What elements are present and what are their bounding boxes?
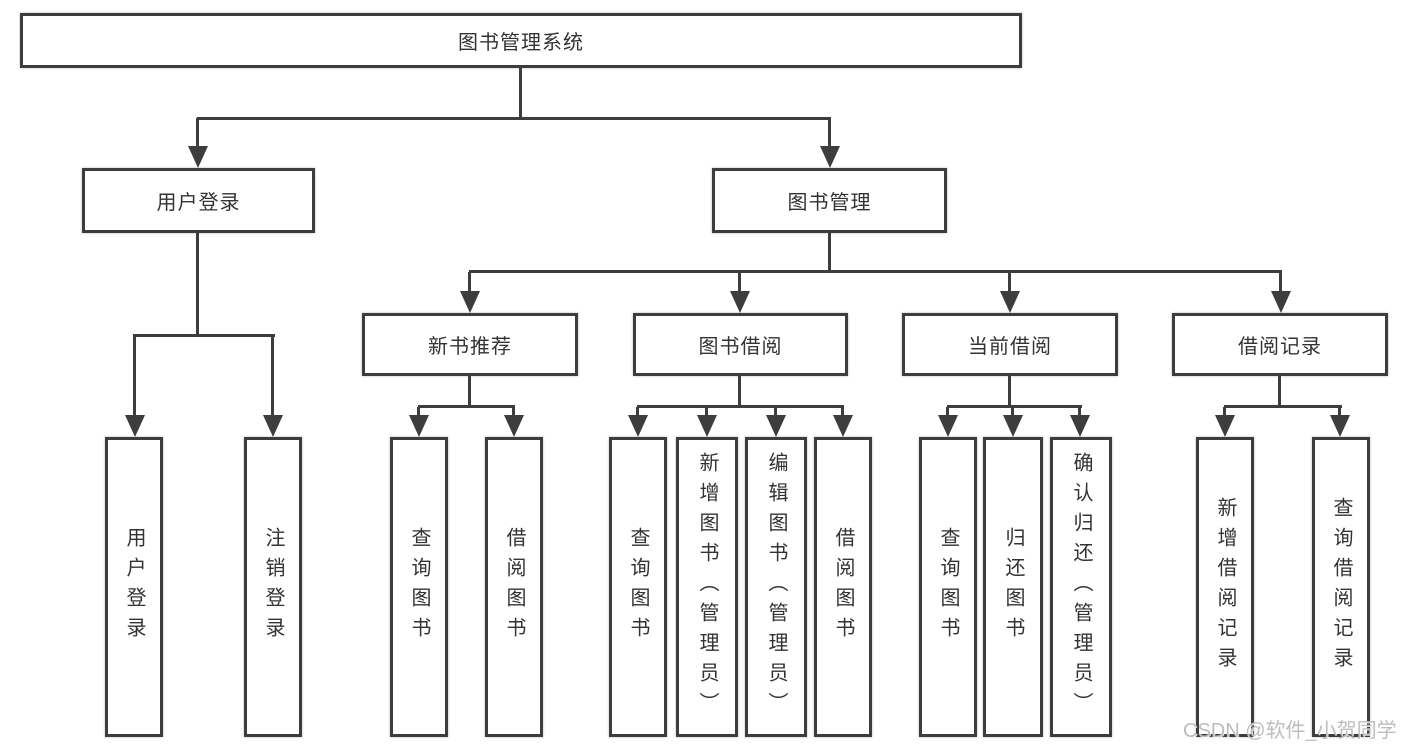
connector-root-trunk xyxy=(519,68,522,120)
connector-borrow-bar xyxy=(637,405,844,408)
arrow-down-icon xyxy=(1215,415,1235,437)
leaf-newbook-borrow-label: 借阅图书 xyxy=(503,527,525,647)
connector-record-trunk xyxy=(1278,374,1281,408)
connector-mgmt-trunk xyxy=(828,233,831,272)
leaf-borrow-query-label: 查询图书 xyxy=(627,527,649,647)
connector-root-drop-left xyxy=(196,118,199,150)
leaf-borrow-edit-admin: 编辑图书（管理员） xyxy=(745,437,807,737)
connector-current-bar xyxy=(947,405,1082,408)
leaf-record-query: 查询借阅记录 xyxy=(1312,437,1370,737)
connector-newbook-drop-1 xyxy=(417,407,420,419)
connector-borrow-trunk xyxy=(738,374,741,408)
connector-root-bar xyxy=(197,117,831,120)
connector-mgmt-drop-4 xyxy=(1279,272,1282,295)
node-root: 图书管理系统 xyxy=(20,13,1022,68)
leaf-newbook-query-label: 查询图书 xyxy=(408,527,430,647)
arrow-down-icon xyxy=(1271,291,1291,313)
connector-mgmt-drop-1 xyxy=(468,272,471,295)
node-current-borrow-label: 当前借阅 xyxy=(968,336,1052,358)
leaf-borrow-add-admin: 新增图书（管理员） xyxy=(676,437,738,737)
connector-login-trunk xyxy=(196,233,199,337)
arrow-down-icon xyxy=(697,415,717,437)
leaf-current-return-label: 归还图书 xyxy=(1002,527,1024,647)
node-root-label: 图书管理系统 xyxy=(458,32,584,54)
leaf-record-query-label: 查询借阅记录 xyxy=(1330,497,1352,677)
node-user-login: 用户登录 xyxy=(82,168,315,233)
arrow-down-icon xyxy=(820,146,840,168)
arrow-down-icon xyxy=(730,291,750,313)
leaf-borrow-borrow: 借阅图书 xyxy=(814,437,872,737)
leaf-logout: 注销登录 xyxy=(244,437,302,737)
leaf-borrow-query: 查询图书 xyxy=(609,437,667,737)
connector-borrow-drop-2 xyxy=(705,407,708,419)
connector-current-trunk xyxy=(1008,374,1011,408)
arrow-down-icon xyxy=(504,415,524,437)
node-user-login-label: 用户登录 xyxy=(156,192,241,214)
leaf-newbook-borrow: 借阅图书 xyxy=(485,437,543,737)
arrow-down-icon xyxy=(766,415,786,437)
arrow-down-icon xyxy=(188,146,208,168)
arrow-down-icon xyxy=(938,415,958,437)
arrow-down-icon xyxy=(628,415,648,437)
leaf-current-query: 查询图书 xyxy=(919,437,977,737)
connector-newbook-trunk xyxy=(468,374,471,408)
node-new-book-recommend-label: 新书推荐 xyxy=(428,336,512,358)
connector-mgmt-drop-3 xyxy=(1008,272,1011,295)
leaf-user-login: 用户登录 xyxy=(105,437,163,737)
connector-current-drop-3 xyxy=(1078,407,1081,419)
leaf-user-login-label: 用户登录 xyxy=(123,527,145,647)
arrow-down-icon xyxy=(1000,291,1020,313)
arrow-down-icon xyxy=(1330,415,1350,437)
connector-newbook-drop-2 xyxy=(512,407,515,419)
leaf-current-query-label: 查询图书 xyxy=(937,527,959,647)
connector-current-drop-2 xyxy=(1011,407,1014,419)
node-book-borrow-label: 图书借阅 xyxy=(698,336,783,358)
node-new-book-recommend: 新书推荐 xyxy=(362,313,578,376)
leaf-logout-label: 注销登录 xyxy=(262,527,284,647)
connector-borrow-drop-4 xyxy=(841,407,844,419)
connector-record-drop-2 xyxy=(1338,407,1341,419)
arrow-down-icon xyxy=(125,415,145,437)
connector-newbook-bar xyxy=(418,405,515,408)
leaf-current-confirm-admin-label: 确认归还（管理员） xyxy=(1070,452,1092,722)
connector-mgmt-bar xyxy=(469,270,1282,273)
arrow-down-icon xyxy=(1003,415,1023,437)
leaf-borrow-borrow-label: 借阅图书 xyxy=(832,527,854,647)
leaf-borrow-add-admin-label: 新增图书（管理员） xyxy=(696,452,718,722)
connector-current-drop-1 xyxy=(946,407,949,419)
connector-mgmt-drop-2 xyxy=(738,272,741,295)
connector-borrow-drop-3 xyxy=(774,407,777,419)
node-book-borrow: 图书借阅 xyxy=(633,313,848,376)
arrow-down-icon xyxy=(460,291,480,313)
arrow-down-icon xyxy=(409,415,429,437)
arrow-down-icon xyxy=(1070,415,1090,437)
arrow-down-icon xyxy=(263,415,283,437)
leaf-record-add: 新增借阅记录 xyxy=(1196,437,1254,737)
leaf-record-add-label: 新增借阅记录 xyxy=(1214,497,1236,677)
node-book-management-label: 图书管理 xyxy=(787,192,872,214)
node-borrow-record: 借阅记录 xyxy=(1172,313,1388,376)
connector-record-bar xyxy=(1224,405,1342,408)
node-current-borrow: 当前借阅 xyxy=(902,313,1118,376)
connector-login-drop-2 xyxy=(271,335,274,419)
connector-login-bar xyxy=(133,334,275,337)
arrow-down-icon xyxy=(833,415,853,437)
leaf-current-confirm-admin: 确认归还（管理员） xyxy=(1050,437,1112,737)
node-book-management: 图书管理 xyxy=(712,168,947,233)
node-borrow-record-label: 借阅记录 xyxy=(1238,336,1322,358)
connector-login-drop-1 xyxy=(133,335,136,419)
connector-borrow-drop-1 xyxy=(636,407,639,419)
leaf-borrow-edit-admin-label: 编辑图书（管理员） xyxy=(765,452,787,722)
leaf-current-return: 归还图书 xyxy=(983,437,1043,737)
leaf-newbook-query: 查询图书 xyxy=(390,437,448,737)
connector-record-drop-1 xyxy=(1223,407,1226,419)
connector-root-drop-right xyxy=(828,118,831,150)
csdn-watermark: CSDN @软件_小贺同学 xyxy=(1183,720,1397,742)
